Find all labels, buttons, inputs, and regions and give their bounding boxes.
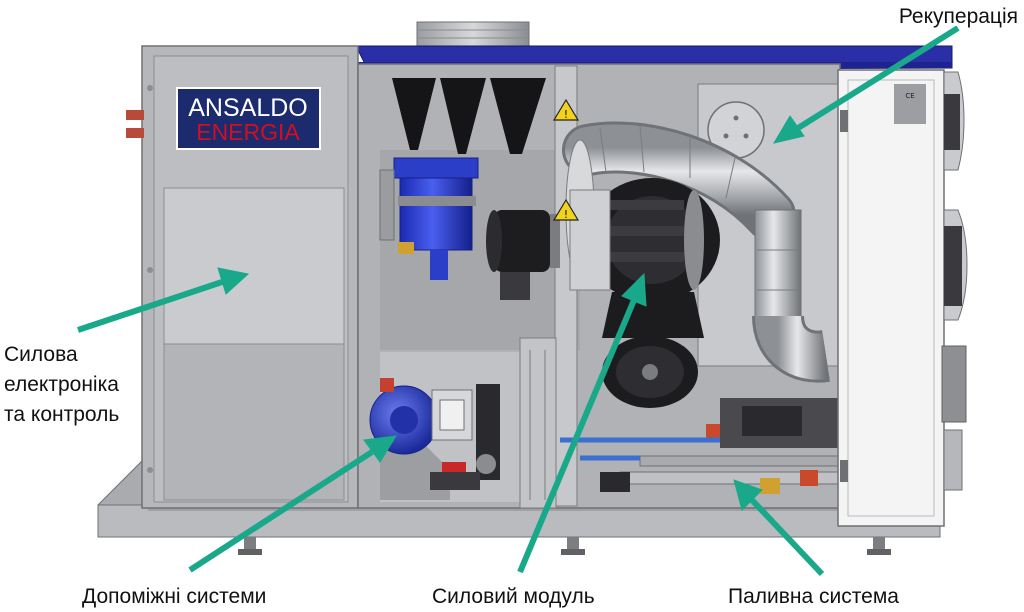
- foot: [867, 537, 891, 555]
- foot: [561, 537, 585, 555]
- fuel-system: [560, 398, 841, 494]
- label-power-line2: електроніка: [4, 373, 119, 396]
- logo-line2: ENERGIA: [196, 119, 300, 145]
- label-fuel-system: Паливна система: [728, 585, 899, 608]
- warning-icon: !: [552, 198, 580, 221]
- exhaust-stack: [416, 21, 530, 49]
- label-power-line3: та контроль: [4, 403, 120, 426]
- warning-icon: !: [552, 98, 580, 121]
- label-auxiliary-systems: Допоміжні системи: [82, 585, 267, 608]
- exhaust-duct: [562, 121, 830, 383]
- arrow-recuperation: [772, 25, 960, 144]
- label-power-line1: Силова: [4, 343, 78, 366]
- air-intake-funnels: [392, 78, 546, 154]
- label-recuperation: Рекуперація: [898, 5, 1018, 28]
- svg-text:!: !: [564, 208, 568, 221]
- ce-mark: CE: [905, 92, 914, 100]
- arrow-fuel-system: [733, 479, 825, 577]
- logo-line1: ANSALDO: [188, 94, 307, 122]
- arrow-power-electronics: [77, 267, 250, 333]
- auxiliary-pump: [369, 378, 500, 490]
- arrow-auxiliary: [188, 435, 397, 573]
- foot: [238, 537, 262, 555]
- ansaldo-logo: ANSALDO ENERGIA: [176, 87, 321, 150]
- filter-housing: [379, 157, 479, 280]
- label-power-electronics: Силова електроніка та контроль: [4, 340, 119, 430]
- label-power-module: Силовий модуль: [432, 585, 595, 608]
- arrow-power-module: [517, 272, 647, 574]
- turbine-module: [565, 139, 720, 408]
- starter-motor: [486, 210, 560, 300]
- right-door: CE: [837, 69, 968, 527]
- svg-text:!: !: [564, 108, 568, 121]
